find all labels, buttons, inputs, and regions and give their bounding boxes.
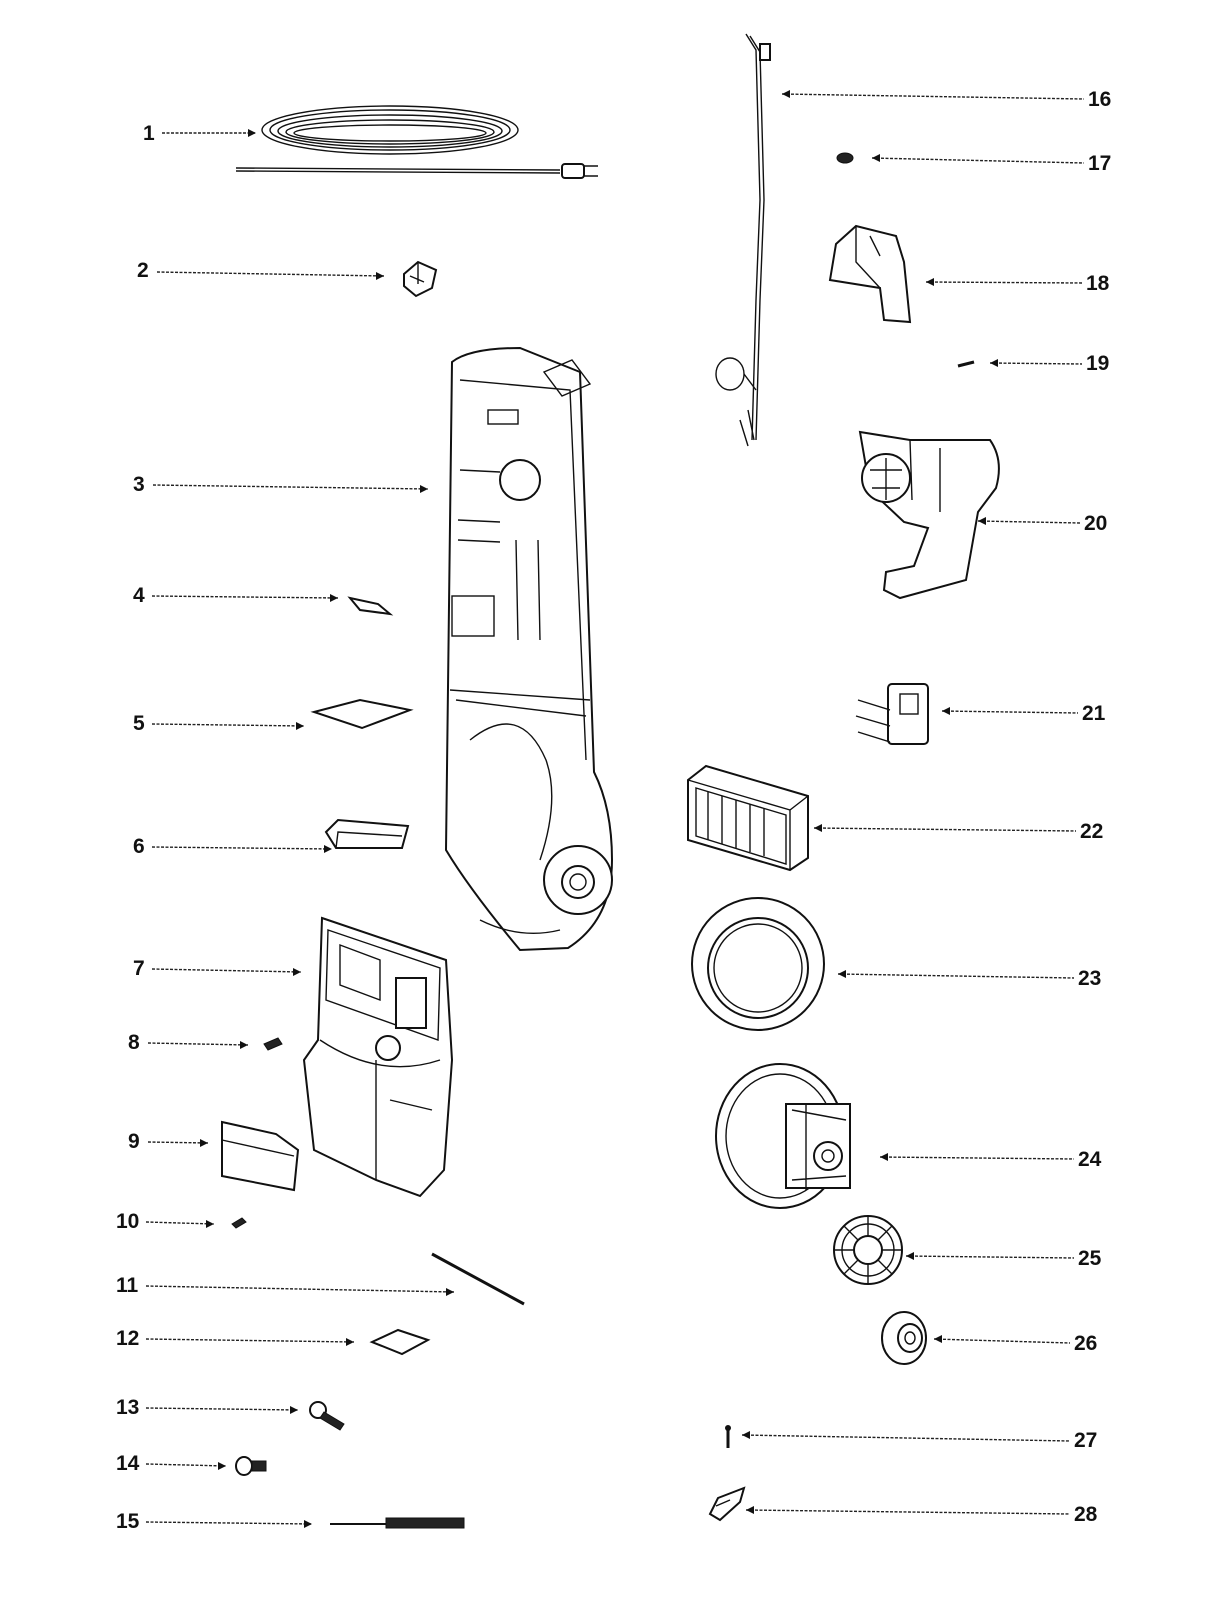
foam-pad-illustration — [324, 818, 410, 849]
callout-16: 16 — [781, 88, 1111, 111]
callout-18: 18 — [925, 272, 1110, 295]
bolt-illustration — [309, 1401, 345, 1431]
flat-filter-illustration — [310, 698, 414, 730]
callout-number: 25 — [1078, 1247, 1102, 1270]
callout-28: 28 — [745, 1503, 1098, 1526]
callout-number: 5 — [133, 712, 145, 735]
callout-24: 24 — [879, 1148, 1102, 1171]
callout-number: 18 — [1086, 272, 1110, 295]
callout-7: 7 — [133, 957, 302, 980]
callout-10: 10 — [116, 1210, 215, 1233]
motor-illustration — [715, 1063, 851, 1209]
callout-27: 27 — [741, 1429, 1097, 1452]
callout-23: 23 — [837, 967, 1101, 990]
handle-housing-illustration — [444, 346, 614, 952]
small-latch-illustration — [347, 596, 394, 616]
callout-5: 5 — [133, 712, 305, 735]
motor-duct-illustration — [858, 430, 1000, 600]
callout-number: 1 — [143, 122, 155, 145]
callout-number: 6 — [133, 835, 145, 858]
callout-number: 24 — [1078, 1148, 1102, 1171]
callout-1: 1 — [143, 122, 256, 145]
callout-19: 19 — [989, 352, 1109, 375]
callout-8: 8 — [128, 1031, 249, 1054]
callout-26: 26 — [933, 1332, 1097, 1355]
callout-number: 22 — [1080, 820, 1103, 843]
callout-12: 12 — [116, 1327, 355, 1350]
callout-11: 11 — [116, 1274, 455, 1297]
cord-clip-illustration — [403, 260, 438, 298]
callout-17: 17 — [871, 152, 1111, 175]
callout-number: 28 — [1074, 1503, 1098, 1526]
callout-number: 16 — [1088, 88, 1111, 111]
callout-number: 15 — [116, 1510, 140, 1533]
long-screw-illustration — [330, 1517, 465, 1529]
hepa-filter-illustration — [687, 764, 809, 872]
dirt-cup-housing-illustration — [302, 916, 454, 1198]
callout-number: 23 — [1078, 967, 1101, 990]
callout-number: 3 — [133, 473, 145, 496]
plug-cap-illustration — [235, 1456, 267, 1476]
label-illustration — [369, 1328, 431, 1356]
callout-4: 4 — [133, 584, 339, 607]
power-cord-illustration — [235, 105, 598, 179]
callout-number: 20 — [1084, 512, 1107, 535]
callout-3: 3 — [133, 473, 429, 496]
rod-illustration — [431, 1252, 525, 1306]
small-screw-illustration — [231, 1217, 247, 1229]
callout-14: 14 — [116, 1452, 227, 1475]
callout-9: 9 — [128, 1130, 209, 1153]
release-button-illustration — [221, 1120, 300, 1192]
callout-number: 4 — [133, 584, 145, 607]
callout-number: 8 — [128, 1031, 140, 1054]
callout-number: 13 — [116, 1396, 139, 1419]
callout-2: 2 — [137, 259, 385, 282]
callout-number: 11 — [116, 1274, 139, 1297]
pin-illustration — [957, 360, 975, 368]
nut-illustration — [836, 152, 854, 164]
screw-illustration — [263, 1037, 283, 1051]
switch-bracket-illustration — [828, 224, 912, 324]
wire-harness-illustration — [715, 33, 771, 447]
callout-number: 10 — [116, 1210, 139, 1233]
clip-illustration — [708, 1486, 746, 1522]
callout-13: 13 — [116, 1396, 299, 1419]
callout-number: 19 — [1086, 352, 1109, 375]
callout-number: 7 — [133, 957, 145, 980]
switch-illustration — [855, 683, 929, 745]
callout-number: 2 — [137, 259, 149, 282]
bearing-illustration — [881, 1311, 927, 1365]
callout-25: 25 — [905, 1247, 1102, 1270]
fan-illustration — [833, 1215, 903, 1285]
callout-15: 15 — [116, 1510, 313, 1533]
callout-6: 6 — [133, 835, 333, 858]
callout-number: 9 — [128, 1130, 140, 1153]
callout-number: 21 — [1082, 702, 1106, 725]
callout-number: 26 — [1074, 1332, 1097, 1355]
callout-number: 17 — [1088, 152, 1111, 175]
callout-21: 21 — [941, 702, 1106, 725]
callout-20: 20 — [977, 512, 1107, 535]
tiny-screw-illustration — [725, 1425, 731, 1448]
callout-number: 14 — [116, 1452, 140, 1475]
gasket-ring-illustration — [691, 897, 825, 1031]
callout-number: 27 — [1074, 1429, 1097, 1452]
callout-22: 22 — [813, 820, 1103, 843]
callout-number: 12 — [116, 1327, 139, 1350]
